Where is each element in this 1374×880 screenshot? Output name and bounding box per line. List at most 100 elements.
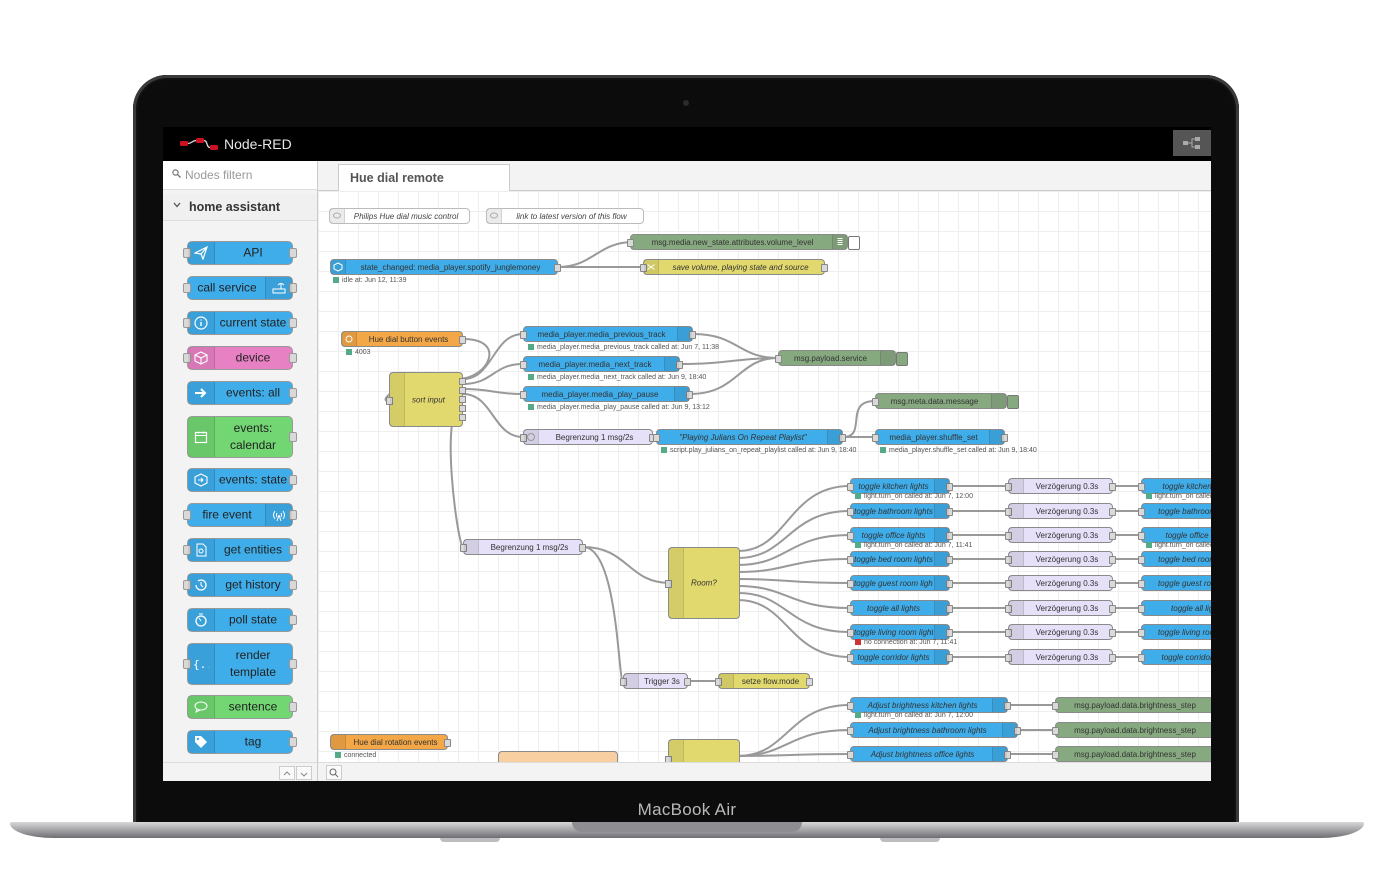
workspace: Hue dial remote	[318, 161, 1211, 781]
palette-node-get-history[interactable]: get history	[183, 573, 297, 597]
adjust-brightness-node[interactable]: Adjust brightness office lights	[847, 746, 1011, 762]
expand-all-button[interactable]	[296, 766, 312, 780]
node-label: toggle corridor lights	[857, 653, 930, 662]
chevron-up-icon	[283, 771, 291, 776]
palette-node-current-state[interactable]: current state	[183, 311, 297, 335]
search-flows-button[interactable]	[326, 765, 342, 780]
palette-node-events-calendar[interactable]: events:calendar	[187, 416, 297, 458]
trigger-node[interactable]: Trigger 3s	[620, 673, 691, 689]
debug-toggle[interactable]	[896, 352, 908, 366]
change-node[interactable]: setze flow.mode	[715, 673, 813, 689]
call-service-node[interactable]: media_player.media_next_track	[520, 356, 683, 372]
filter-nodes-input[interactable]	[183, 167, 307, 183]
palette-node-fire-event[interactable]: fire event	[183, 503, 297, 527]
sort-input-node[interactable]: sort input	[386, 372, 466, 427]
comment-node[interactable]: Philips Hue dial music control	[329, 208, 470, 224]
comment-node[interactable]: link to latest version of this flow	[486, 208, 644, 224]
debug-node[interactable]: msg.payload.data.brightness_step	[1052, 722, 1211, 738]
node-red-logo-icon	[180, 138, 218, 150]
palette-category-header[interactable]: home assistant	[163, 194, 317, 221]
debug-toggle[interactable]	[848, 236, 860, 250]
delay-node[interactable]: Begrenzung 1 msg/2s	[520, 429, 656, 445]
debug-node[interactable]: msg.meta.data.message	[872, 393, 1019, 409]
camera-icon	[683, 100, 689, 106]
debug-node[interactable]: msg.payload.service	[775, 350, 908, 366]
palette-node-events-all[interactable]: events: all	[187, 381, 297, 405]
hexagon-arrow-icon	[188, 469, 215, 491]
toggle-lights-node[interactable]: toggle all lights	[847, 600, 953, 616]
palette-node-events-state[interactable]: events: state	[187, 468, 297, 492]
palette-node-sentence[interactable]: sentence	[187, 695, 297, 719]
toggle-lights-node[interactable]: toggle guest room lights	[1138, 575, 1211, 591]
hue-button-events-node[interactable]: Hue dial button events	[341, 331, 466, 347]
palette-node-api[interactable]: API	[183, 241, 297, 265]
palette-node-tag[interactable]: tag	[187, 730, 297, 754]
events-state-node[interactable]: state_changed: media_player.spotify_jung…	[330, 259, 561, 275]
toggle-lights-node[interactable]: toggle kitchen lights	[1138, 478, 1211, 494]
node-label: media_player.media_next_track	[538, 360, 652, 369]
router-icon	[934, 504, 949, 518]
palette-node-device[interactable]: device	[183, 346, 297, 370]
debug-toggle[interactable]	[1007, 395, 1019, 409]
toggle-lights-node[interactable]: toggle bed room lights	[1138, 551, 1211, 567]
delay-node[interactable]: Verzögerung 0.3s	[1005, 600, 1116, 616]
call-service-node[interactable]: media_player.media_play_pause	[520, 386, 693, 402]
toggle-lights-node[interactable]: toggle living room lights	[847, 624, 953, 640]
call-service-node[interactable]: "Playing Julians On Repeat Playlist"	[653, 429, 846, 445]
toggle-lights-node[interactable]: toggle bed room lights	[847, 551, 953, 567]
toggle-lights-node[interactable]: toggle bathroom lights	[847, 503, 953, 519]
svg-text:{..}: {..}	[193, 658, 209, 670]
debug-node[interactable]: msg.payload.data.brightness_step	[1052, 746, 1211, 762]
tab-hue-dial-remote[interactable]: Hue dial remote	[338, 164, 510, 191]
toggle-lights-node[interactable]: toggle kitchen lights	[847, 478, 953, 494]
toggle-lights-node[interactable]: toggle corridor lights	[847, 649, 953, 665]
toggle-lights-node[interactable]: toggle all lights	[1138, 600, 1211, 616]
status-text: no connection at: Jun 7, 11:41	[864, 639, 958, 646]
node-label: Verzögerung 0.3s	[1035, 507, 1099, 516]
toggle-lights-node[interactable]: toggle bathroom lights	[1138, 503, 1211, 519]
delay-node[interactable]: Verzögerung 0.3s	[1005, 478, 1116, 494]
clock-icon	[464, 540, 479, 554]
toggle-lights-node[interactable]: toggle office lights	[847, 527, 953, 543]
toggle-lights-node[interactable]: toggle corridor lights	[1138, 649, 1211, 665]
brightness-switch-node[interactable]	[665, 739, 740, 763]
delay-node[interactable]: Verzögerung 0.3s	[1005, 551, 1116, 567]
adjust-brightness-node[interactable]: Adjust brightness bathroom lights	[847, 722, 1021, 738]
collapse-all-button[interactable]	[279, 766, 295, 780]
toggle-lights-node[interactable]: toggle living room lights	[1138, 624, 1211, 640]
call-service-node[interactable]: media_player.shuffle_set	[872, 429, 1008, 445]
braces-icon: {..}	[188, 644, 215, 684]
node-status: script.play_julians_on_repeat_playlist c…	[661, 447, 856, 454]
delay-node[interactable]: Verzögerung 0.3s	[1005, 527, 1116, 543]
palette-node-poll-state[interactable]: poll state	[187, 608, 297, 632]
node-status: light.turn_on called at: Jun 7, 12:00	[855, 493, 973, 500]
clock-icon	[1009, 576, 1024, 590]
hue-rotation-events-node[interactable]: Hue dial rotation events	[330, 734, 451, 750]
status-text: light.turn_on called at: Jun 7, 12:00	[864, 493, 973, 500]
function-node[interactable]	[498, 751, 618, 763]
toggle-lights-node[interactable]: toggle guest room lights	[847, 575, 953, 591]
delay-node[interactable]: Begrenzung 1 msg/2s	[460, 539, 586, 555]
toggle-lights-node[interactable]: toggle office lights	[1138, 527, 1211, 543]
deploy-button[interactable]	[1173, 130, 1211, 156]
node-label: toggle corridor lights	[1161, 653, 1211, 662]
call-service-node[interactable]: media_player.media_previous_track	[520, 326, 696, 342]
debug-node[interactable]: msg.media.new_state.attributes.volume_le…	[627, 234, 860, 250]
change-node[interactable]: save volume, playing state and source	[640, 259, 828, 275]
palette-node-label: API	[243, 245, 263, 260]
adjust-brightness-node[interactable]: Adjust brightness kitchen lights	[847, 697, 1011, 713]
debug-node[interactable]: msg.payload.data.brightness_step	[1052, 697, 1211, 713]
palette-node-label-line2: calendar	[229, 438, 277, 452]
node-label: Verzögerung 0.3s	[1035, 531, 1099, 540]
room-switch-node[interactable]: Room?	[665, 547, 740, 619]
delay-node[interactable]: Verzögerung 0.3s	[1005, 575, 1116, 591]
delay-node[interactable]: Verzögerung 0.3s	[1005, 503, 1116, 519]
palette-node-call-service[interactable]: call service	[183, 276, 297, 300]
delay-node[interactable]: Verzögerung 0.3s	[1005, 649, 1116, 665]
node-label: toggle bathroom lights	[1158, 507, 1211, 516]
delay-node[interactable]: Verzögerung 0.3s	[1005, 624, 1116, 640]
palette-node-get-entities[interactable]: get entities	[183, 538, 297, 562]
flow-canvas[interactable]: Philips Hue dial music control link to l…	[318, 191, 1211, 763]
